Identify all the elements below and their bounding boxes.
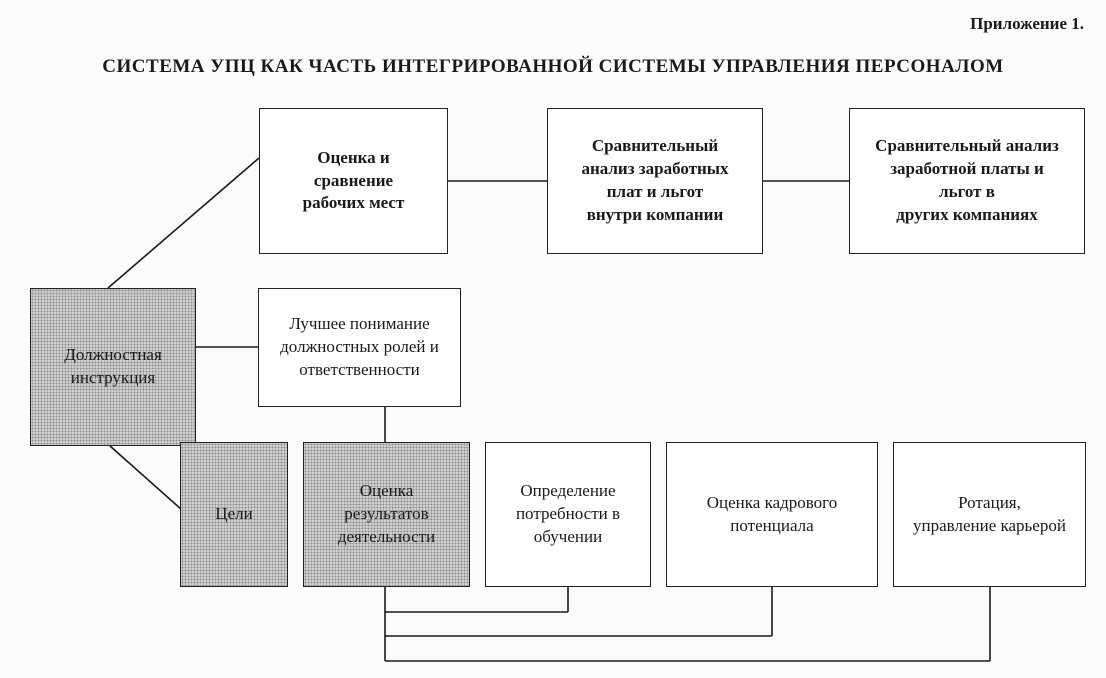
external-comparison-box: Сравнительный анализ заработной платы и … <box>849 108 1085 254</box>
potential-assessment-box: Оценка кадрового потенциала <box>666 442 878 587</box>
appendix-label: Приложение 1. <box>970 14 1084 33</box>
roles-understanding-label: Лучшее понимание должностных ролей и отв… <box>280 314 439 379</box>
performance-evaluation-box: Оценка результатов деятельности <box>303 442 470 587</box>
diagram-title: СИСТЕМА УПЦ КАК ЧАСТЬ ИНТЕГРИРОВАННОЙ СИ… <box>102 56 1004 77</box>
job-description-box: Должностная инструкция <box>30 288 196 446</box>
performance-evaluation-label: Оценка результатов деятельности <box>337 481 436 546</box>
goals-label: Цели <box>215 504 253 524</box>
goals-box: Цели <box>180 442 288 587</box>
roles-understanding-box: Лучшее понимание должностных ролей и отв… <box>258 288 461 407</box>
rotation-label: Ротация, управление карьерой <box>913 492 1066 535</box>
rotation-box: Ротация, управление карьерой <box>893 442 1086 587</box>
job-description-label: Должностная инструкция <box>64 345 162 387</box>
training-needs-box: Определение потребности в обучении <box>485 442 651 587</box>
job-evaluation-box: Оценка и сравнение рабочих мест <box>259 108 448 254</box>
external-comparison-label: Сравнительный анализ заработной платы и … <box>875 136 1059 224</box>
job-evaluation-label: Оценка и сравнение рабочих мест <box>302 147 405 213</box>
potential-assessment-label: Оценка кадрового потенциала <box>706 492 838 535</box>
connector-job-description-to-goals <box>109 445 183 511</box>
internal-comparison-label: Сравнительный анализ заработных плат и л… <box>581 136 729 224</box>
connector-job-description-to-job-evaluation <box>107 157 260 289</box>
internal-comparison-box: Сравнительный анализ заработных плат и л… <box>547 108 763 254</box>
training-needs-label: Определение потребности в обучении <box>515 481 621 546</box>
